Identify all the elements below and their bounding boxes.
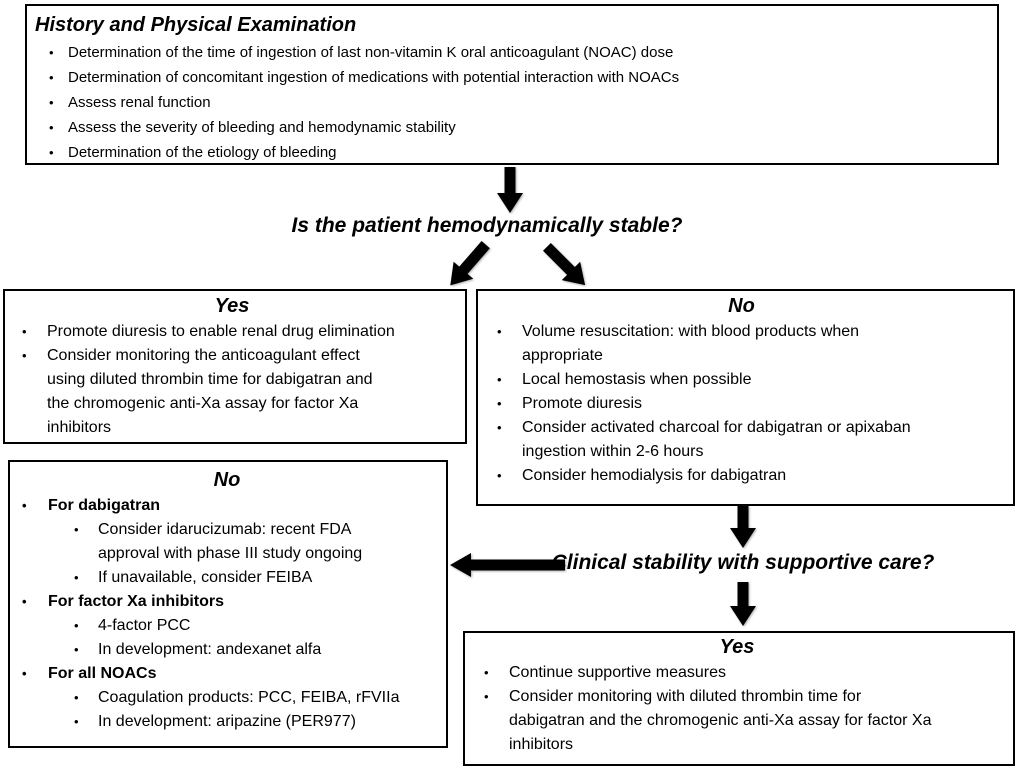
list-item: • Assess the severity of bleeding and hem… xyxy=(35,115,987,140)
history-box: History and Physical Examination • Determ… xyxy=(25,4,999,165)
list-item: • Consider monitoring the anticoagulant e… xyxy=(5,344,459,440)
list-item: • In development: aripazine (PER977) xyxy=(10,710,444,734)
bullet-text: Consider monitoring the anticoagulant ef… xyxy=(47,347,373,436)
question-clinical-stability: Clinical stability with supportive care? xyxy=(551,551,935,574)
bullet-icon: • xyxy=(74,618,79,633)
bullet-icon: • xyxy=(484,689,489,704)
bullet-text: In development: aripazine (PER977) xyxy=(98,713,356,730)
group-label-text: For factor Xa inhibitors xyxy=(48,593,225,610)
bullet-icon: • xyxy=(49,70,54,85)
bullet-icon: • xyxy=(74,522,79,537)
list-item: • Coagulation products: PCC, FEIBA, rFVII… xyxy=(10,686,444,710)
bullet-text: Assess the severity of bleeding and hemo… xyxy=(68,119,456,136)
bullet-icon: • xyxy=(49,45,54,60)
group-label-text: For all NOACs xyxy=(48,665,157,682)
bullet-icon: • xyxy=(497,372,502,387)
supportive-yes-box: Yes • Continue supportive measures • Consi… xyxy=(463,631,1015,766)
stable-no-bullet-list: • Volume resuscitation: with blood produc… xyxy=(478,320,1005,488)
bullet-text: 4-factor PCC xyxy=(98,617,191,634)
group-label-text: For dabigatran xyxy=(48,497,161,514)
arrow-down-icon xyxy=(496,167,524,213)
list-item: • Consider monitoring with diluted thromb… xyxy=(465,685,1009,757)
list-item: • Consider hemodialysis for dabigatran xyxy=(478,464,1005,488)
arrow-down-left-icon xyxy=(440,237,496,293)
bullet-icon: • xyxy=(497,396,502,411)
arrow-down-icon xyxy=(729,582,757,626)
bullet-icon: • xyxy=(497,468,502,483)
bullet-icon: • xyxy=(49,95,54,110)
list-item: • Determination of the time of ingestion … xyxy=(35,40,987,65)
bullet-text: Determination of concomitant ingestion o… xyxy=(68,69,680,86)
bullet-icon: • xyxy=(22,666,27,681)
list-item: • Continue supportive measures xyxy=(465,661,1009,685)
list-item: • Determination of concomitant ingestion … xyxy=(35,65,987,90)
bullet-icon: • xyxy=(22,324,27,339)
arrow-left-icon xyxy=(450,551,565,579)
list-item: • Local hemostasis when possible xyxy=(478,368,1005,392)
arrow-down-right-icon xyxy=(538,238,594,294)
bullet-text: In development: andexanet alfa xyxy=(98,641,322,658)
bullet-icon: • xyxy=(74,690,79,705)
list-item: • In development: andexanet alfa xyxy=(10,638,444,662)
bullet-icon: • xyxy=(74,714,79,729)
supportive-no-bullet-list: • For dabigatran • Consider idarucizumab: … xyxy=(10,494,444,734)
bullet-text: Consider idarucizumab: recent FDA approv… xyxy=(98,521,363,562)
history-bullet-list: • Determination of the time of ingestion … xyxy=(35,40,987,165)
bullet-icon: • xyxy=(74,642,79,657)
list-item: • If unavailable, consider FEIBA xyxy=(10,566,444,590)
list-item: • Volume resuscitation: with blood produc… xyxy=(478,320,1005,368)
bullet-icon: • xyxy=(484,665,489,680)
list-item: • Promote diuresis to enable renal drug e… xyxy=(5,320,459,344)
list-item-group-label: • For dabigatran xyxy=(10,494,444,518)
stable-yes-box: Yes • Promote diuresis to enable renal dr… xyxy=(3,289,467,444)
question-hemodynamically-stable: Is the patient hemodynamically stable? xyxy=(291,214,683,237)
bullet-icon: • xyxy=(22,498,27,513)
supportive-yes-bullet-list: • Continue supportive measures • Consider … xyxy=(465,661,1009,757)
stable-yes-title: Yes xyxy=(214,295,250,317)
bullet-icon: • xyxy=(49,120,54,135)
bullet-icon: • xyxy=(497,324,502,339)
list-item: • Consider activated charcoal for dabigat… xyxy=(478,416,1005,464)
bullet-text: Coagulation products: PCC, FEIBA, rFVIIa xyxy=(98,689,400,706)
bullet-text: Determination of the etiology of bleedin… xyxy=(68,144,337,161)
bullet-text: If unavailable, consider FEIBA xyxy=(98,569,313,586)
bullet-icon: • xyxy=(74,570,79,585)
bullet-text: Consider activated charcoal for dabigatr… xyxy=(522,419,911,460)
list-item: • Consider idarucizumab: recent FDA appro… xyxy=(10,518,444,566)
bullet-text: Local hemostasis when possible xyxy=(522,371,752,388)
list-item-group-label: • For factor Xa inhibitors xyxy=(10,590,444,614)
list-item: • Determination of the etiology of bleedi… xyxy=(35,140,987,165)
list-item: • Promote diuresis xyxy=(478,392,1005,416)
supportive-yes-title: Yes xyxy=(719,636,755,658)
supportive-no-title: No xyxy=(213,469,241,491)
bullet-text: Consider hemodialysis for dabigatran xyxy=(522,467,787,484)
bullet-text: Promote diuresis xyxy=(522,395,643,412)
bullet-icon: • xyxy=(497,420,502,435)
bullet-text: Determination of the time of ingestion o… xyxy=(68,44,674,61)
bullet-icon: • xyxy=(22,348,27,363)
list-item: • 4-factor PCC xyxy=(10,614,444,638)
history-box-title: History and Physical Examination xyxy=(35,14,357,36)
list-item: • Assess renal function xyxy=(35,90,987,115)
stable-no-title: No xyxy=(728,295,755,317)
bullet-text: Volume resuscitation: with blood product… xyxy=(522,323,860,364)
arrow-down-icon xyxy=(729,506,757,548)
bullet-text: Assess renal function xyxy=(68,94,211,111)
bullet-text: Promote diuresis to enable renal drug el… xyxy=(47,323,395,340)
supportive-no-box: No • For dabigatran • Consider idarucizuma… xyxy=(8,460,448,748)
stable-yes-bullet-list: • Promote diuresis to enable renal drug e… xyxy=(5,320,459,440)
list-item-group-label: • For all NOACs xyxy=(10,662,444,686)
stable-no-box: No • Volume resuscitation: with blood pro… xyxy=(476,289,1015,506)
bullet-icon: • xyxy=(22,594,27,609)
bullet-text: Consider monitoring with diluted thrombi… xyxy=(509,688,932,753)
bullet-icon: • xyxy=(49,145,54,160)
bullet-text: Continue supportive measures xyxy=(509,664,727,681)
